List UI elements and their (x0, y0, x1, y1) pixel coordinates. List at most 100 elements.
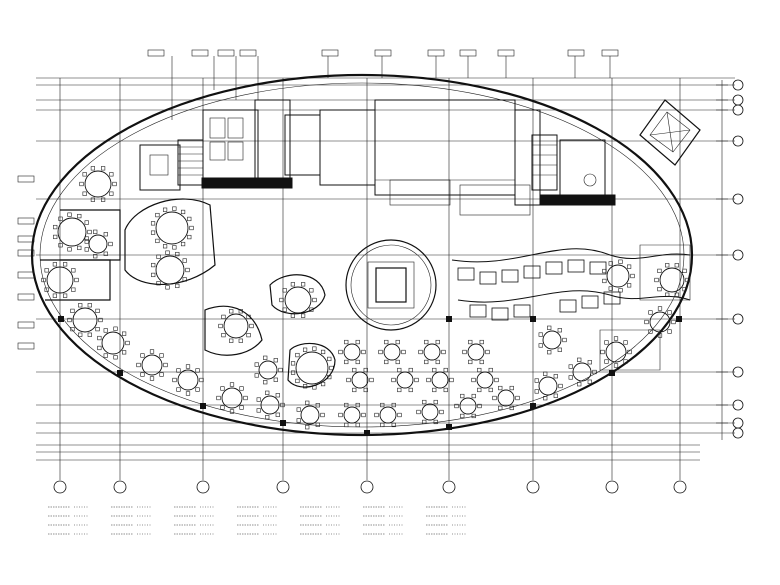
chair (149, 349, 155, 354)
top-dimension-strip (36, 49, 735, 120)
chair (273, 358, 278, 363)
chair (401, 349, 406, 355)
chair (315, 403, 320, 408)
chair (432, 387, 437, 393)
round-table (476, 371, 494, 389)
chair (604, 359, 609, 364)
chair (93, 254, 98, 259)
chair (95, 327, 100, 332)
chair (665, 263, 670, 268)
chair (479, 339, 484, 345)
chair (460, 413, 465, 419)
chair (239, 405, 244, 410)
chair (462, 349, 467, 355)
chair (433, 399, 438, 405)
round-table (221, 387, 243, 409)
chair (433, 419, 438, 425)
round-table (141, 354, 163, 376)
chair (312, 346, 317, 351)
structural-columns (58, 316, 682, 436)
chair (498, 405, 503, 411)
chair (648, 310, 653, 315)
round-table (538, 376, 558, 396)
chair (182, 258, 187, 263)
chair (62, 262, 68, 267)
dining-tables (41, 166, 690, 430)
booth-seat (469, 304, 487, 318)
central-vip-room (345, 239, 437, 331)
axis-bubbles-bottom (53, 480, 687, 494)
chair (220, 405, 225, 410)
chair (263, 380, 268, 385)
chair (380, 402, 385, 408)
chair (103, 232, 108, 237)
chair (165, 285, 170, 290)
chair (623, 359, 628, 364)
round-table (72, 307, 98, 333)
chair (577, 382, 582, 387)
chair (477, 367, 482, 373)
round-table (659, 267, 685, 293)
chair (187, 216, 192, 222)
chair (338, 349, 343, 355)
chair (265, 415, 270, 420)
chair (391, 422, 396, 428)
chair (151, 272, 156, 278)
round-table (177, 369, 199, 391)
round-table (284, 286, 312, 314)
round-table (379, 406, 397, 424)
chair (654, 277, 659, 283)
round-table (155, 255, 185, 285)
chair (363, 367, 368, 373)
chair (374, 412, 379, 418)
chair (300, 313, 306, 318)
chair (100, 197, 106, 202)
chair (84, 247, 89, 252)
chair (70, 327, 75, 332)
chair (485, 349, 490, 355)
chair (180, 209, 186, 215)
chair (100, 166, 106, 171)
round-table (605, 341, 627, 363)
chair (547, 350, 552, 355)
round-table (300, 405, 320, 425)
chair (623, 340, 628, 345)
chair (150, 221, 156, 226)
chair (109, 172, 114, 177)
chair (553, 374, 558, 379)
round-table (351, 371, 369, 389)
chair (435, 339, 440, 345)
chair (70, 308, 75, 313)
chair (149, 376, 155, 381)
chair (282, 288, 287, 293)
chair (682, 268, 687, 273)
chair (344, 339, 349, 345)
chair (363, 387, 368, 393)
chair (108, 241, 113, 247)
chair (84, 239, 89, 244)
round-table (467, 343, 485, 361)
chair (150, 230, 156, 235)
elevator-tower (639, 99, 701, 166)
round-table (606, 264, 630, 288)
chair (657, 306, 663, 311)
chair (352, 387, 357, 393)
booth-seat (491, 307, 509, 321)
chair (435, 359, 440, 365)
chair (282, 307, 287, 312)
chair (391, 402, 396, 408)
chair (443, 387, 448, 393)
chair (176, 387, 181, 392)
chair (488, 367, 493, 373)
chair (543, 371, 548, 376)
chair (557, 328, 562, 333)
chair (667, 310, 672, 315)
chair (239, 386, 244, 391)
chair (604, 340, 609, 345)
chair (275, 412, 280, 417)
chair (509, 385, 514, 391)
chair (418, 349, 423, 355)
chair (77, 245, 82, 251)
chair (397, 387, 402, 393)
chair (627, 349, 632, 355)
